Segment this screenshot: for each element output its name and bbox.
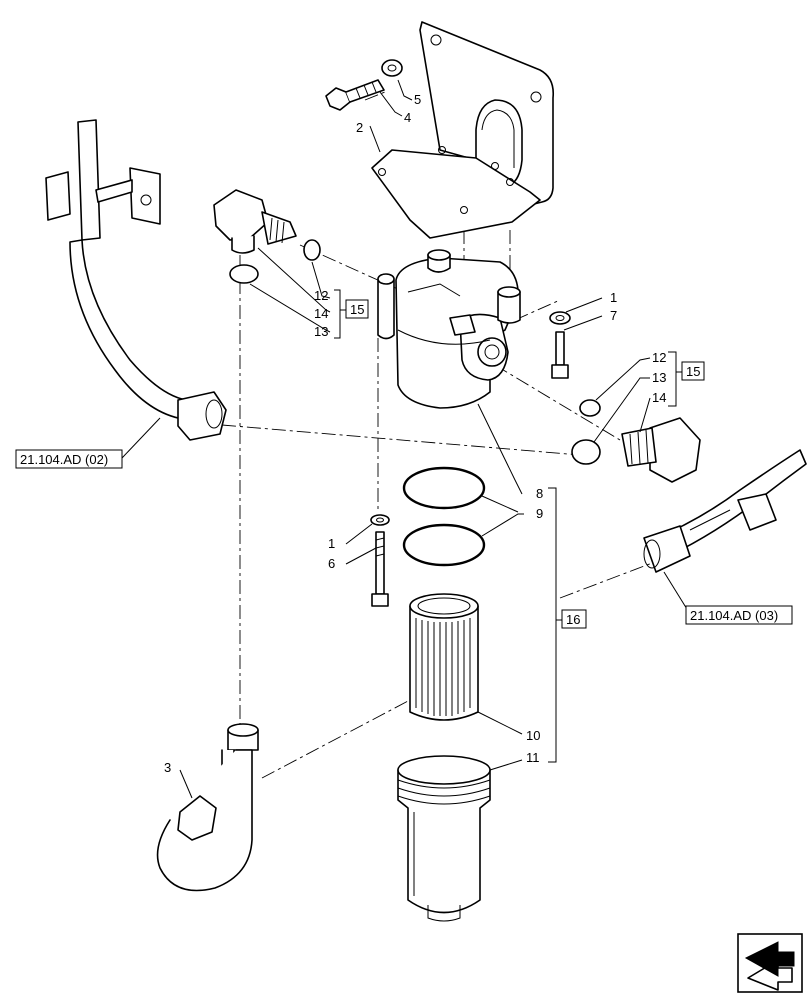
o-ring-left-12 xyxy=(303,239,321,261)
group-brackets xyxy=(334,289,682,763)
left-hose xyxy=(45,119,227,441)
callout-3: 3 xyxy=(164,760,171,775)
callouts: 5 4 2 12 14 13 1 7 12 13 14 8 9 1 6 10 1… xyxy=(164,92,666,775)
callout-10: 10 xyxy=(526,728,540,743)
ref-box-15-left: 15 xyxy=(345,299,369,319)
o-ring-right-12 xyxy=(579,399,601,417)
washer-1-left xyxy=(370,514,390,526)
seal-9-upper xyxy=(402,466,486,510)
filter-head xyxy=(377,249,521,409)
cross-ref-left[interactable]: 21.104.AD (02) xyxy=(15,449,123,469)
screw-7 xyxy=(551,331,569,379)
right-elbow-fitting xyxy=(621,417,701,483)
callout-12-left: 12 xyxy=(314,288,328,303)
callout-5: 5 xyxy=(414,92,421,107)
o-ring-left-13 xyxy=(229,264,259,284)
callout-8: 8 xyxy=(536,486,543,501)
callout-9: 9 xyxy=(536,506,543,521)
screw-6 xyxy=(371,531,389,607)
cross-ref-right[interactable]: 21.104.AD (03) xyxy=(685,605,793,625)
filter-element-10 xyxy=(409,593,479,721)
left-elbow-fitting xyxy=(213,189,297,254)
seal-9-lower xyxy=(402,523,486,567)
ref-box-16: 16 xyxy=(561,609,587,629)
callout-7: 7 xyxy=(610,308,617,323)
callout-13-left: 13 xyxy=(314,324,328,339)
callout-6: 6 xyxy=(328,556,335,571)
cross-ref-right-label: 21.104.AD (03) xyxy=(690,608,778,623)
washer-1-right xyxy=(549,311,571,325)
callout-12-right: 12 xyxy=(652,350,666,365)
pipe-3 xyxy=(156,723,259,892)
callout-4: 4 xyxy=(404,110,411,125)
o-ring-right-13 xyxy=(571,439,601,465)
mounting-bracket xyxy=(371,21,555,239)
leader-lines xyxy=(121,79,691,799)
ref-box-15-right-label: 15 xyxy=(686,364,700,379)
washer-5 xyxy=(381,59,403,77)
ref-box-15-left-label: 15 xyxy=(350,302,364,317)
ref-box-16-label: 16 xyxy=(566,612,580,627)
callout-1-left: 1 xyxy=(328,536,335,551)
next-page-arrow-icon[interactable] xyxy=(737,933,803,993)
callout-2: 2 xyxy=(356,120,363,135)
callout-1-right: 1 xyxy=(610,290,617,305)
right-hose xyxy=(643,449,807,573)
ref-box-15-right: 15 xyxy=(681,361,705,381)
callout-13-right: 13 xyxy=(652,370,666,385)
cross-ref-left-label: 21.104.AD (02) xyxy=(20,452,108,467)
callout-14-left: 14 xyxy=(314,306,328,321)
filter-bowl-11 xyxy=(397,755,491,922)
callout-14-right: 14 xyxy=(652,390,666,405)
callout-11: 11 xyxy=(526,750,540,765)
bolt-4 xyxy=(325,79,385,111)
